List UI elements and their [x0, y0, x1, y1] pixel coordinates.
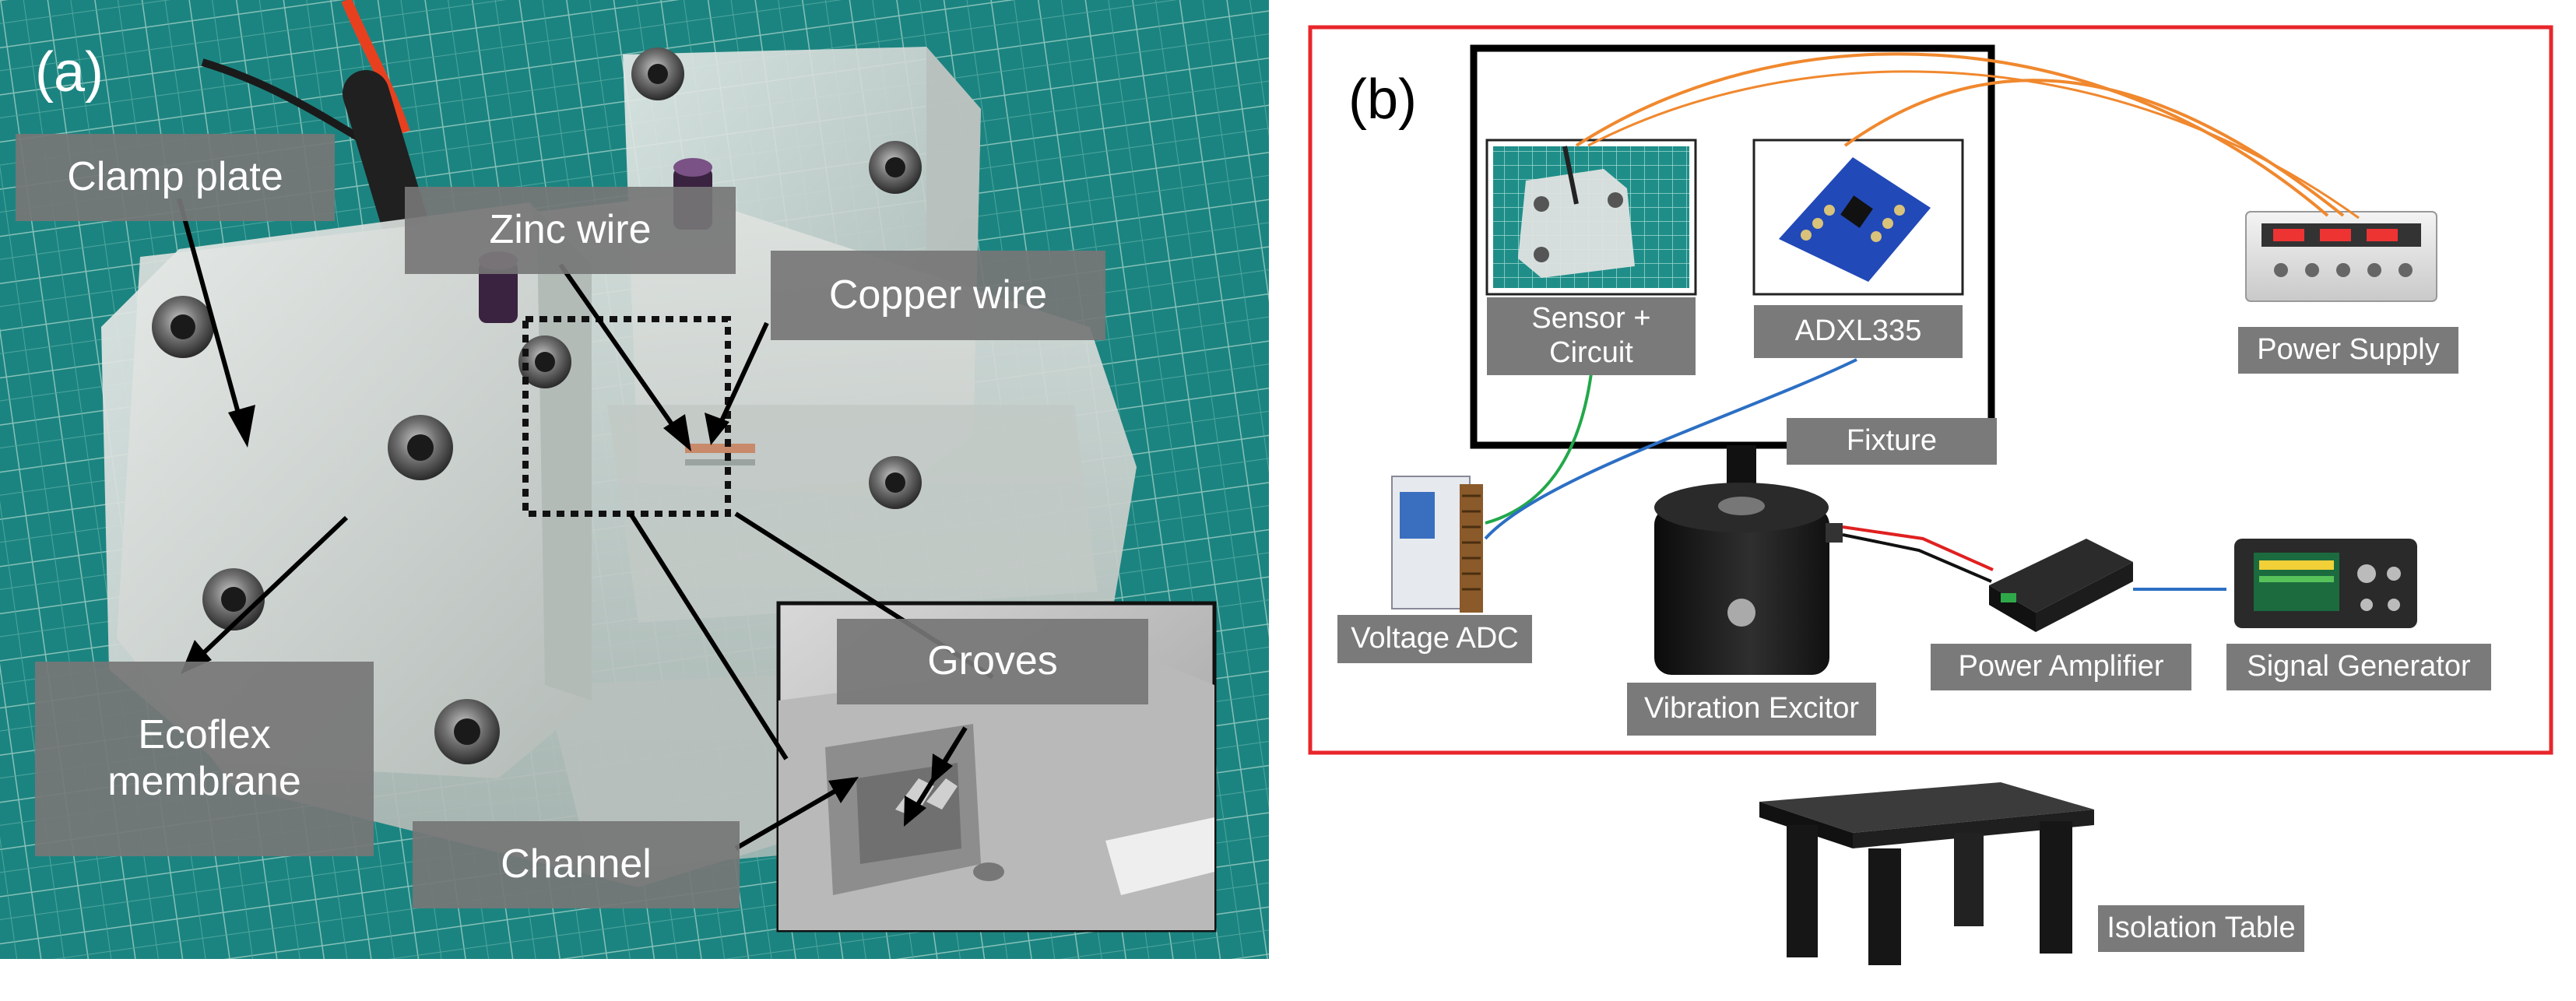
label-groves: Groves: [837, 619, 1148, 704]
label-vibration-excitor: Vibration Excitor: [1627, 683, 1876, 736]
panel-a-letter: (a): [35, 41, 104, 104]
isolation-table-device: [1752, 771, 2156, 973]
label-fixture: Fixture: [1787, 418, 1997, 465]
setup-frame: [1308, 25, 2553, 755]
copper-wire-strip: [685, 444, 755, 453]
signal-generator-device: [2234, 539, 2417, 628]
connection-wires: [1484, 52, 2360, 591]
label-sensor-circuit: Sensor + Circuit: [1487, 297, 1696, 375]
label-zinc-wire: Zinc wire: [405, 187, 736, 274]
red-lead-wire: [341, 0, 410, 135]
power-supply-device: [2245, 211, 2437, 302]
voltage-adc-device: [1391, 476, 1483, 613]
label-isolation-table: Isolation Table: [2098, 905, 2304, 952]
label-power-amplifier: Power Amplifier: [1931, 644, 2191, 690]
screw-heads: [152, 47, 922, 764]
panel-b-setup: (b) Sensor + Circuit ADXL335 Power Suppl…: [1308, 25, 2553, 757]
power-amplifier-device: [1989, 539, 2133, 632]
label-adxl335: ADXL335: [1754, 305, 1963, 358]
panel-a-arrowheads: [181, 405, 953, 827]
label-clamp-plate: Clamp plate: [16, 134, 335, 221]
purple-post: [479, 261, 518, 323]
label-channel: Channel: [413, 821, 740, 908]
zinc-wire-strip: [685, 459, 755, 465]
label-copper-wire: Copper wire: [771, 251, 1105, 340]
panel-a-photo: (a) Clamp plate Zinc wire Copper wire Ec…: [0, 0, 1269, 959]
panel-b-letter: (b): [1348, 68, 1417, 131]
label-ecoflex-membrane: Ecoflex membrane: [35, 662, 374, 856]
label-signal-generator: Signal Generator: [2226, 644, 2491, 690]
zoom-box: [522, 316, 731, 517]
vibration-excitor-device: [1654, 483, 1843, 675]
label-power-supply: Power Supply: [2238, 327, 2458, 374]
setup-diagram: [1308, 25, 2553, 755]
label-voltage-adc: Voltage ADC: [1337, 615, 1532, 663]
